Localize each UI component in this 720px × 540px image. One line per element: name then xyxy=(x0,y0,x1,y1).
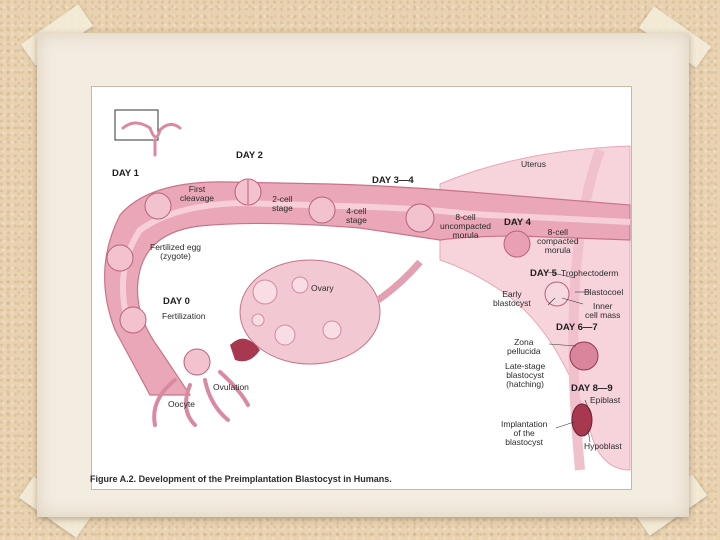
epiblast-label: Epiblast xyxy=(590,396,620,405)
day-4-label: DAY 4 xyxy=(504,217,531,228)
fertilization-cell xyxy=(120,307,146,333)
follicle xyxy=(275,325,295,345)
eight-cell-uncompacted-label: 8-cell uncompacted morula xyxy=(440,213,491,240)
first-cleavage-line-2: cleavage xyxy=(180,194,214,203)
first-cleavage-label: First cleavage xyxy=(180,185,214,203)
four-cell-cell xyxy=(309,197,335,223)
late-blastocyst xyxy=(570,342,598,370)
thumbnail-frame xyxy=(115,110,158,140)
day-3-4-label: DAY 3—4 xyxy=(372,175,414,186)
eight-unc-line-3: morula xyxy=(440,231,491,240)
inner-cell-mass-label: Inner cell mass xyxy=(585,302,620,320)
fert-egg-line-2: (zygote) xyxy=(150,252,201,261)
oocyte-cell xyxy=(184,349,210,375)
day-2-label: DAY 2 xyxy=(236,150,263,161)
eight-cell-compacted-label: 8-cell compacted morula xyxy=(537,228,579,255)
ovarian-ligament xyxy=(378,262,420,300)
zona-pellucida-label: Zona pellucida xyxy=(507,338,541,356)
eight-cell-compacted xyxy=(504,231,530,257)
two-cell-line-2: stage xyxy=(272,204,293,213)
four-cell-label: 4-cell stage xyxy=(346,207,367,225)
hypoblast-label: Hypoblast xyxy=(584,442,622,451)
implanting-blastocyst xyxy=(572,404,592,436)
uterus-label: Uterus xyxy=(521,160,546,169)
eight-comp-line-3: morula xyxy=(537,246,579,255)
day-8-9-label: DAY 8—9 xyxy=(571,383,613,394)
eight-cell-uncompacted xyxy=(406,204,434,232)
ovary-label: Ovary xyxy=(311,284,334,293)
day-5-label: DAY 5 xyxy=(530,268,557,279)
day-0-label: DAY 0 xyxy=(163,296,190,307)
four-cell-line-2: stage xyxy=(346,216,367,225)
figure-caption: Figure A.2. Development of the Preimplan… xyxy=(90,474,392,484)
oocyte-label: Oocyte xyxy=(168,400,195,409)
ovulation-label: Ovulation xyxy=(213,383,249,392)
trophectoderm-label: Trophectoderm xyxy=(561,269,618,278)
early-blast-line-2: blastocyst xyxy=(493,299,531,308)
late-blast-line-3: (hatching) xyxy=(505,380,545,389)
implantation-label: Implantation of the blastocyst xyxy=(501,420,547,447)
follicle xyxy=(253,280,277,304)
blastocoel-label: Blastocoel xyxy=(584,288,623,297)
early-blastocyst xyxy=(545,282,569,306)
thumbnail-uterus xyxy=(123,123,180,155)
two-cell-label: 2-cell stage xyxy=(272,195,293,213)
first-cleavage-cell xyxy=(145,193,171,219)
early-blastocyst-label: Early blastocyst xyxy=(493,290,531,308)
day-1-label: DAY 1 xyxy=(112,168,139,179)
ovary-shape xyxy=(240,260,380,364)
implant-line-3: blastocyst xyxy=(501,438,547,447)
zona-line-2: pellucida xyxy=(507,347,541,356)
follicle xyxy=(252,314,264,326)
follicle xyxy=(323,321,341,339)
fertilized-egg-label: Fertilized egg (zygote) xyxy=(150,243,201,261)
zygote-cell xyxy=(107,245,133,271)
day-6-7-label: DAY 6—7 xyxy=(556,322,598,333)
follicle xyxy=(292,277,308,293)
late-blastocyst-label: Late-stage blastocyst (hatching) xyxy=(505,362,545,389)
inner-mass-line-2: cell mass xyxy=(585,311,620,320)
fertilization-label: Fertilization xyxy=(162,312,205,321)
